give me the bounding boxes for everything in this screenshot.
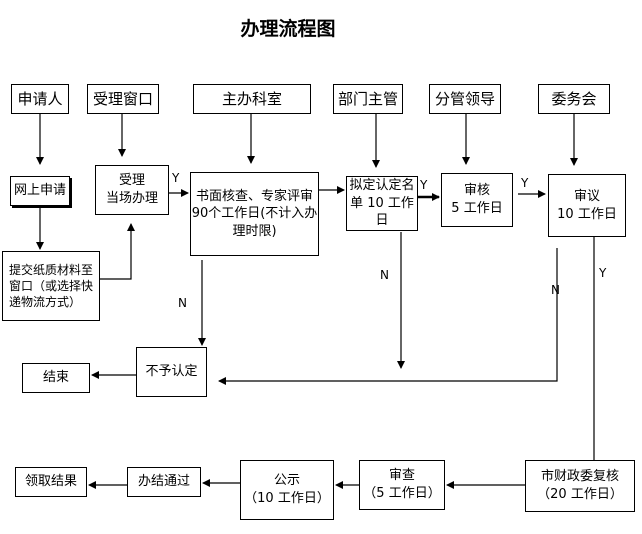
publicize-line-1: 公示	[273, 473, 300, 489]
step-audit: 审核 5 工作日	[441, 173, 513, 227]
check-line-1: 审查	[388, 468, 415, 484]
deliberate-line-2: 10 工作日	[557, 206, 617, 222]
accept-line-1: 受理	[118, 173, 145, 189]
step-end: 结束	[22, 363, 90, 393]
step-check: 审查 （5 工作日）	[359, 460, 445, 510]
label-n-deliberate: N	[551, 283, 560, 297]
deliberate-line-1: 审议	[573, 188, 600, 204]
step-finance-review: 市财政委复核 （20 工作日）	[525, 460, 635, 512]
step-draft: 拟定认定名 单 10 工作日	[346, 176, 418, 231]
finance-line-2: （20 工作日）	[537, 487, 623, 502]
arrow-submit-accept	[100, 223, 135, 280]
page-title: 办理流程图	[240, 18, 336, 40]
arrow-deliberate-reject	[218, 248, 558, 385]
finance-line-1: 市财政委复核	[540, 469, 619, 485]
audit-line-1: 审核	[463, 183, 490, 199]
step-complete: 办结通过	[127, 467, 201, 497]
role-applicant: 申请人	[11, 84, 69, 114]
label-y-deliberate: Y	[599, 266, 607, 280]
label-n-review: N	[178, 296, 187, 310]
label-y-draft: Y	[420, 178, 428, 192]
step-review: 书面核查、专家评审 90个工作日(不计入办理时限)	[190, 172, 319, 256]
review-line-1: 书面核查、专家评审	[195, 188, 313, 204]
review-line-2: 90个工作日(不计入办理时限)	[191, 206, 318, 239]
draft-line-1: 拟定认定名	[349, 178, 415, 194]
role-committee: 委务会	[538, 84, 610, 114]
check-line-2: （5 工作日）	[363, 486, 441, 501]
label-y-audit: Y	[521, 176, 529, 190]
publicize-line-2: （10 工作日）	[244, 491, 330, 506]
submit-material-text: 提交纸质材料至窗口（或选择快递物流方式）	[9, 262, 94, 310]
role-director: 部门主管	[333, 84, 403, 114]
step-online-apply: 网上申请	[10, 176, 70, 206]
role-office: 主办科室	[193, 84, 311, 114]
role-window: 受理窗口	[87, 84, 159, 114]
audit-line-2: 5 工作日	[451, 201, 503, 216]
label-n-draft: N	[380, 268, 389, 282]
step-submit-material: 提交纸质材料至窗口（或选择快递物流方式）	[2, 251, 100, 321]
role-leader: 分管领导	[429, 84, 501, 114]
step-accept: 受理 当场办理	[95, 165, 169, 215]
label-y-accept: Y	[172, 171, 180, 185]
draft-line-2: 单 10 工作日	[350, 195, 414, 229]
step-publicize: 公示 （10 工作日）	[240, 460, 334, 520]
step-collect: 领取结果	[15, 467, 87, 497]
step-deliberate: 审议 10 工作日	[548, 174, 626, 237]
step-reject: 不予认定	[136, 347, 207, 397]
accept-line-2: 当场办理	[105, 191, 158, 206]
